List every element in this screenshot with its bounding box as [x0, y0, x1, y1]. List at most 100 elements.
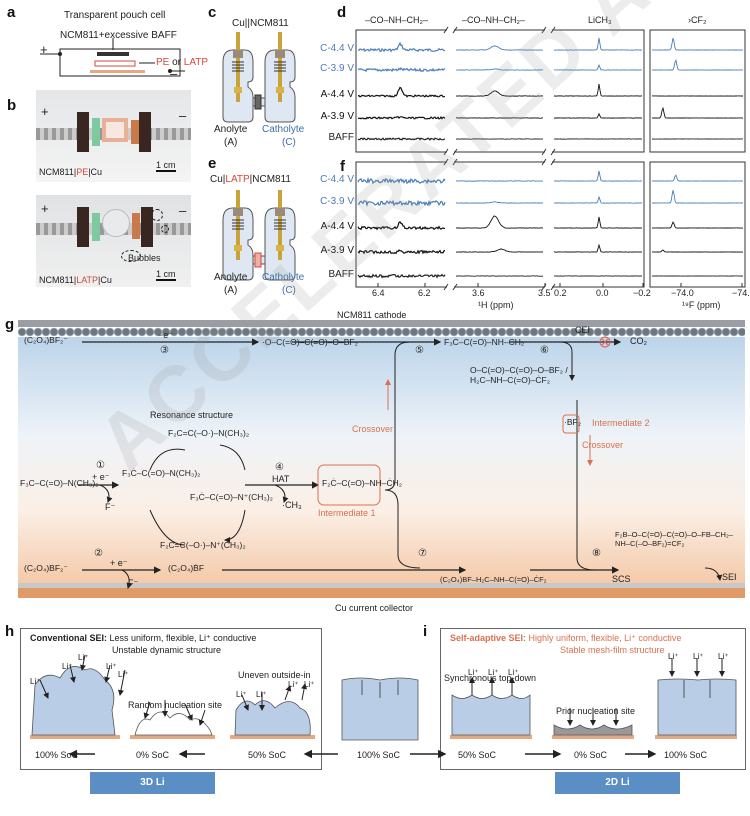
nucleation-arrow: [145, 702, 150, 718]
spectrum-trace: [554, 217, 642, 228]
molecule-product7: (C₂O₄)BF–H₂C–NH–C(=O)–ĊF₂: [440, 575, 547, 584]
li-deposition-illustration: [0, 640, 750, 765]
axis-break: [444, 159, 457, 290]
dendritic-li-100: [32, 666, 115, 735]
molecule-intermediate1: F₂Ċ–C(=O)–NH–ĊH₂: [322, 478, 402, 488]
molecule-resonance-top: F₂C=C(–O·)–N(CH₃)₂: [168, 428, 249, 438]
spectrum-trace: [456, 202, 543, 203]
spectrum-trace: [358, 43, 445, 51]
x-tick-label: 0.0: [596, 288, 609, 298]
step8-marker: ⑧: [592, 548, 601, 559]
x-tick-label: 0.2: [554, 288, 567, 298]
spectrum-trace: [652, 38, 743, 50]
x-tick-label: −74.0: [671, 288, 694, 298]
li-ion-label: Li⁺: [288, 680, 298, 689]
sei-label: SEI: [722, 572, 737, 582]
step1-marker: ①: [96, 460, 105, 471]
spectrum-trace: [358, 250, 445, 253]
spectrum-trace: [358, 88, 445, 97]
spectrum-trace: [554, 114, 642, 118]
methyl-radical-label: ·CH₃: [282, 500, 302, 510]
li-ion-label: Li⁺: [30, 677, 40, 686]
molecule-bf-radical: (C₂O₄)ḂF: [168, 563, 204, 573]
fluoride-label: F⁻: [128, 578, 138, 589]
axis-break: [542, 159, 555, 290]
cathode-label: NCM811 cathode: [337, 310, 406, 320]
co2-label: CO₂: [630, 336, 647, 346]
spectrum-trace: [554, 38, 642, 50]
panel-label-i: i: [423, 623, 427, 640]
resonance-label: Resonance structure: [150, 410, 233, 420]
li-ion-label: Li⁺: [718, 652, 728, 661]
molecule-product5: F₃Ċ–C(=O)–NH–CH₂: [444, 337, 524, 347]
molecule-dfob-2: (C₂O₄)BF₂⁻: [24, 563, 68, 574]
spectrum-trace: [358, 275, 445, 278]
step3-marker: ③: [160, 345, 169, 356]
spectrum-trace: [554, 197, 642, 203]
molecule-product6: O–C(=O)–C(=O)–O–BF₂ / H₂C–NH–C(=O)–ĊF₂: [470, 365, 580, 385]
spectrum-trace: [456, 91, 543, 96]
spectrum-trace: [554, 84, 642, 96]
spectrum-trace: [652, 222, 743, 228]
plus-electron-label: + e⁻: [110, 558, 128, 569]
crossover-label-1: Crossover: [352, 424, 393, 434]
x-tick-label: −0.2: [633, 288, 651, 298]
spectrum-trace: [554, 245, 642, 252]
spectrum-trace: [456, 216, 543, 228]
step2-marker: ②: [94, 548, 103, 559]
minus-electron-label: −e⁻: [158, 330, 173, 341]
residual-li-0: [554, 725, 632, 735]
plus-electron-label: + e⁻: [92, 472, 110, 483]
flat-li-50: [452, 695, 530, 735]
step6-marker: ⑥: [540, 345, 549, 356]
spectrum-trace: [456, 46, 543, 50]
li-ion-label: Li⁺: [78, 653, 88, 662]
axis-break: [542, 27, 555, 155]
spectrum-trace: [358, 222, 445, 230]
molecule-bdfa: F₃C–C(=O)–N(CH₃)₂: [20, 478, 98, 488]
crossover-branch-down: [385, 490, 420, 568]
molecule-oxalyl-radical: ·O–C(=O)–C(=O)–O–BF₂: [262, 337, 358, 347]
spectrum-trace: [456, 69, 543, 70]
spectrum-trace: [358, 138, 445, 140]
panel-label-h: h: [5, 623, 14, 640]
spectrum-trace: [456, 249, 543, 252]
3d-deposition-button: 3D Li deposition/dissolution: [90, 772, 215, 794]
x-tick-label: 6.4: [372, 288, 385, 298]
spectrum-trace: [652, 108, 743, 118]
spectrum-trace: [358, 117, 445, 119]
spectrum-trace: [358, 68, 445, 71]
x-tick-label: 3.6: [472, 288, 485, 298]
2d-deposition-button: 2D Li deposition/dissolution: [555, 772, 680, 794]
li-ion-label: Li⁺: [693, 652, 703, 661]
hat-label: HAT: [272, 474, 289, 484]
x-tick-label: 3.5: [538, 288, 551, 298]
spectrum-trace: [652, 60, 743, 70]
li-ion-label: Li⁺: [118, 670, 128, 679]
dense-li-100: [658, 679, 736, 735]
nmr-spectra: [0, 0, 750, 315]
intermediate1-label: Intermediate 1: [318, 508, 376, 518]
li-ion-label: Li⁺: [62, 662, 72, 671]
li-ion-label: Li⁺: [236, 690, 246, 699]
cei-label: CEI: [575, 325, 590, 335]
spectrum-trace: [652, 250, 743, 252]
li-ion-label: Li⁺: [508, 668, 518, 677]
molecule-resonance-bottom: F₂C=C(–O·)–N⁺(CH₃)₂: [160, 540, 246, 551]
li-ion-label: Li⁺: [488, 668, 498, 677]
spectrum-trace: [358, 201, 445, 205]
reaction-arrows: [0, 330, 750, 590]
li-ion-label: Li⁺: [304, 680, 314, 689]
molecule-radical: F₃Ċ–C(=O)–N(CH₃)₂: [122, 468, 200, 478]
step7-marker: ⑦: [418, 548, 427, 559]
spectrum-trace: [652, 175, 743, 181]
x-axis-label-19f: ¹⁹F (ppm): [682, 300, 720, 310]
bf2-radical: ·BF₂: [564, 417, 581, 427]
scs-label: SCS: [612, 574, 631, 584]
axis-break: [444, 27, 457, 155]
intermediate2-label: Intermediate 2: [592, 418, 650, 428]
li-ion-label: Li⁺: [468, 668, 478, 677]
spectrum-trace: [554, 65, 642, 70]
spectrum-trace: [554, 171, 642, 181]
x-axis-label-1h: ¹H (ppm): [478, 300, 514, 310]
